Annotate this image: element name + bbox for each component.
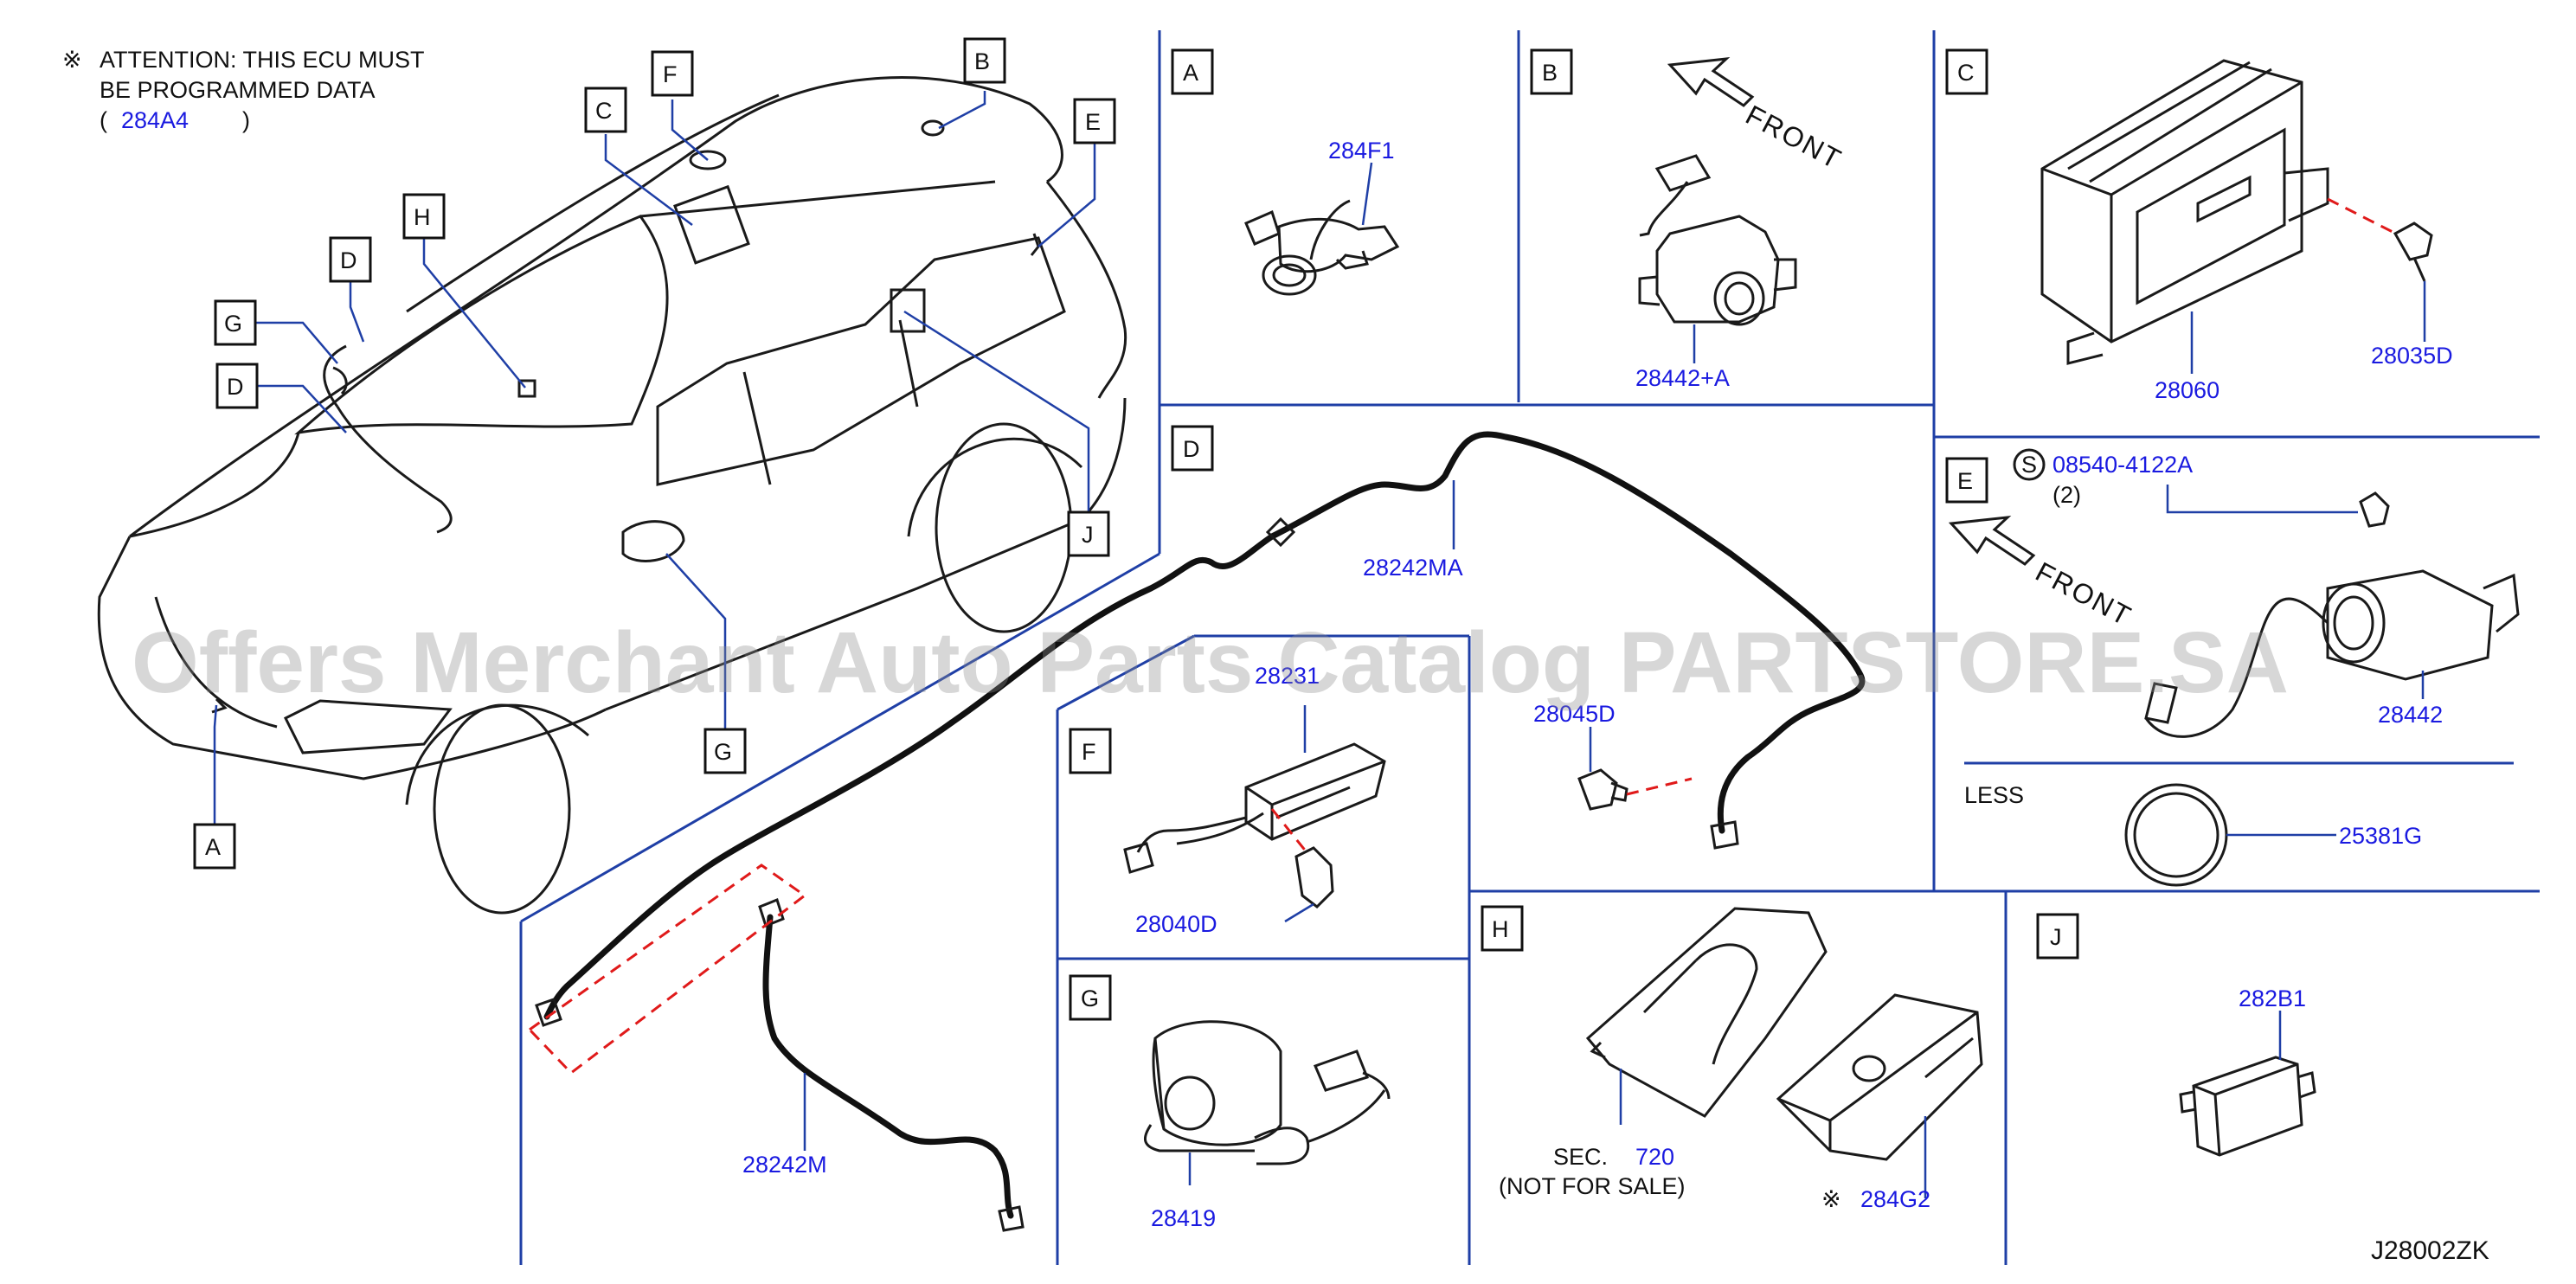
part-28040d-drawing [1294,846,1334,908]
part-28045d-drawing [1577,768,1628,811]
callout-g-upper[interactable]: G [214,299,257,346]
part-28242ma[interactable]: 28242MA [1363,555,1463,581]
callout-a-letter: A [205,834,221,860]
part-284g2-drawing [1776,993,1983,1161]
callout-d-upper-letter: D [340,247,357,273]
part-28419-drawing [1143,1020,1391,1165]
panel-b-letter: B [1542,60,1558,86]
panel-dividers [519,30,2540,1265]
part-28442[interactable]: 28442 [2378,702,2443,728]
panel-c: C 28035D 28060 [1945,48,2453,403]
attention-line-1: ATTENTION: THIS ECU MUST [100,47,425,73]
callout-g-lower-letter: G [714,739,732,765]
callout-f-letter: F [663,61,678,87]
attention-note: ※ ATTENTION: THIS ECU MUST BE PROGRAMMED… [62,47,425,133]
callout-g-upper-letter: G [224,311,242,337]
watermark: Offers Merchant Auto Parts Catalog PARTS… [132,614,2289,711]
attention-part-number[interactable]: 284A4 [121,107,189,133]
part-28242m-drawing [535,719,1025,1232]
part-28242ma-drawing [948,431,1866,850]
callout-b[interactable]: B [963,37,1006,84]
part-28442-drawing [2144,491,2520,738]
diagram-code: J28002ZK [2371,1236,2489,1265]
callout-e-letter: E [1085,109,1101,135]
callout-a[interactable]: A [193,823,236,870]
s-mark: S [2021,452,2037,478]
callout-e[interactable]: E [1073,98,1116,144]
callout-d-lower-letter: D [227,374,244,400]
attention-mark: ※ [62,47,82,73]
callout-j-letter: J [1082,522,1094,548]
callout-c-letter: C [595,98,613,124]
panel-j-letter: J [2050,924,2062,950]
part-720-drawing [1585,907,1828,1118]
callout-g-lower[interactable]: G [703,728,747,774]
callout-c[interactable]: C [584,87,627,133]
panel-h-letter: H [1492,916,1509,942]
panel-d: D 28242MA 28045D 28242M [527,425,1866,1232]
sec-label: SEC. [1553,1144,1608,1170]
part-28442a[interactable]: 28442+A [1635,365,1730,391]
vehicle-callouts: B F C E H D G D J G A [193,37,1116,870]
panel-h: H SEC. 720 (NOT FOR SALE) ※ 284G2 [1481,905,1983,1212]
part-28060[interactable]: 28060 [2155,377,2219,403]
front-arrow-b [1667,57,1755,107]
part-28419[interactable]: 28419 [1151,1205,1216,1231]
panel-c-letter: C [1957,60,1975,86]
part-284f1-drawing [1244,199,1400,296]
attention-close-paren: ) [242,107,250,133]
vehicle-leader-lines [213,91,1096,825]
attention-open-paren: ( [100,107,107,133]
bolt-qty: (2) [2052,482,2081,508]
part-28060-drawing [2040,59,2329,365]
part-282b1-drawing [2179,1056,2316,1157]
callout-d-lower[interactable]: D [215,363,259,409]
callout-f[interactable]: F [651,50,694,97]
part-28231[interactable]: 28231 [1255,663,1320,689]
callout-b-letter: B [974,48,990,74]
part-28231-drawing [1123,742,1386,874]
panel-g: G 28419 [1069,974,1391,1231]
part-28035d-drawing [2393,221,2433,282]
front-label-b: FRONT [1741,99,1847,175]
callout-j[interactable]: J [1067,510,1110,557]
not-for-sale: (NOT FOR SALE) [1499,1173,1686,1199]
part-282b1[interactable]: 282B1 [2239,985,2306,1011]
panel-j: J 282B1 [2036,913,2316,1157]
bolt-08540-4122a[interactable]: 08540-4122A [2052,452,2193,478]
front-arrow-e [1948,516,2036,566]
panel-g-letter: G [1081,985,1099,1011]
panel-e-letter: E [1957,468,1973,494]
panel-d-letter: D [1183,436,1200,462]
attention-line-2: BE PROGRAMMED DATA [100,77,376,103]
part-284g2[interactable]: 284G2 [1860,1186,1930,1212]
panel-f-letter: F [1082,739,1096,765]
panel-a-letter: A [1183,60,1198,86]
part-284f1[interactable]: 284F1 [1328,138,1395,164]
panel-a: A 284F1 [1171,48,1400,296]
callout-h[interactable]: H [402,193,446,240]
callout-h-letter: H [414,204,431,230]
part-28035d[interactable]: 28035D [2371,343,2453,369]
h-mark: ※ [1821,1186,1841,1212]
part-28442a-drawing [1638,154,1797,326]
part-25381g[interactable]: 25381G [2339,823,2422,849]
part-28242m[interactable]: 28242M [742,1152,827,1178]
panel-b: B FRONT 28442+A [1530,48,1847,391]
part-28045d[interactable]: 28045D [1533,701,1616,727]
vehicle-illustration [97,76,1127,915]
less-label: LESS [1964,782,2024,808]
callout-d-upper[interactable]: D [329,236,372,283]
sec-720[interactable]: 720 [1635,1144,1674,1170]
part-28040d[interactable]: 28040D [1135,911,1217,937]
panel-f: F 28040D 28231 [1069,663,1386,937]
